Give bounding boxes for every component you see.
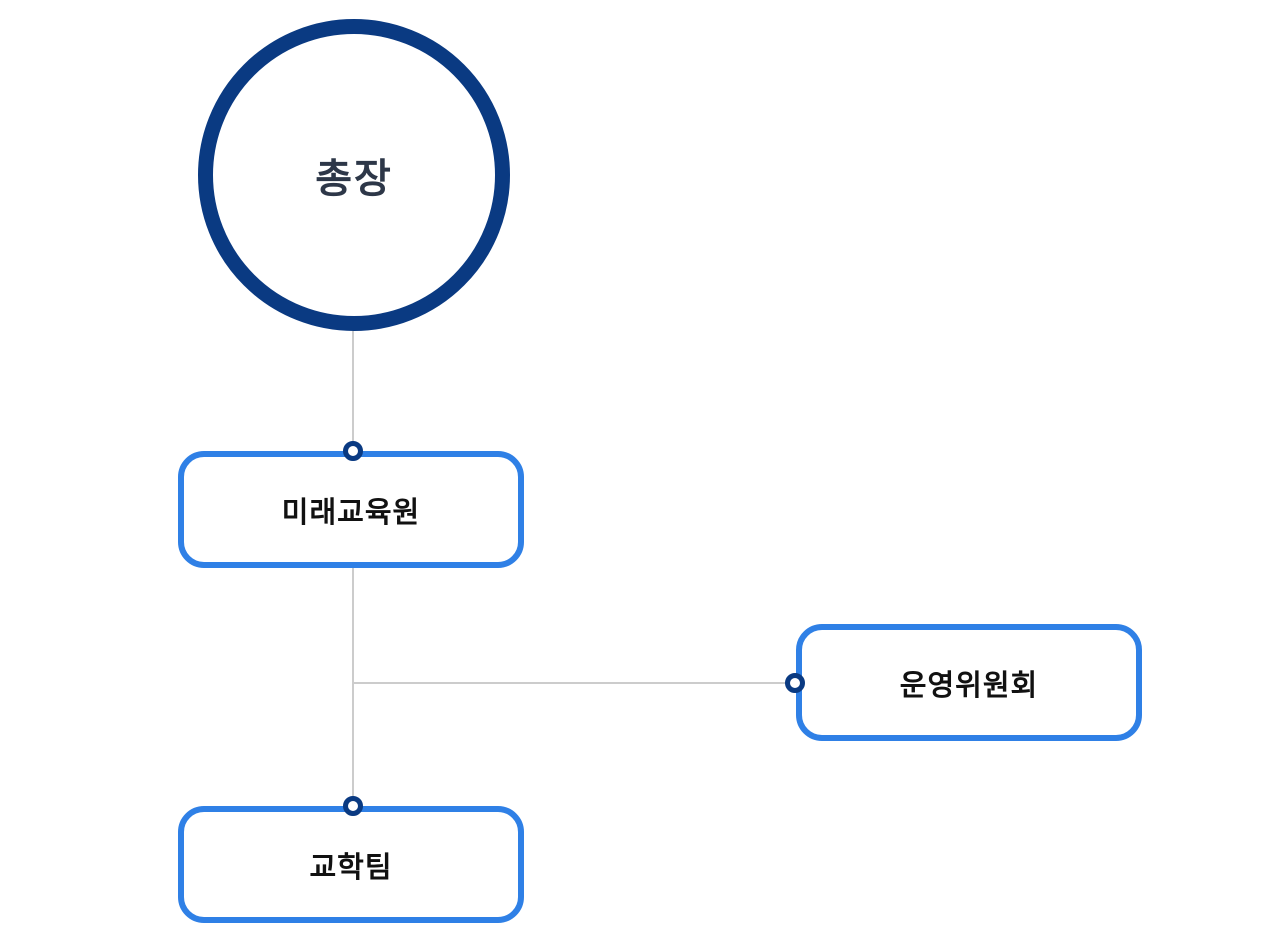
node-label: 교학팀 [309,849,393,884]
node-future-education-institute[interactable]: 미래교육원 [178,451,524,568]
connection-port [343,441,363,461]
root-node-president[interactable]: 총장 [198,19,510,331]
node-academic-affairs-team[interactable]: 교학팀 [178,806,524,923]
node-steering-committee[interactable]: 운영위원회 [796,624,1142,741]
node-label: 운영위원회 [899,667,1039,702]
connection-port [343,796,363,816]
connection-port [785,673,805,693]
node-label: 미래교육원 [281,494,421,529]
root-node-label: 총장 [315,156,393,202]
